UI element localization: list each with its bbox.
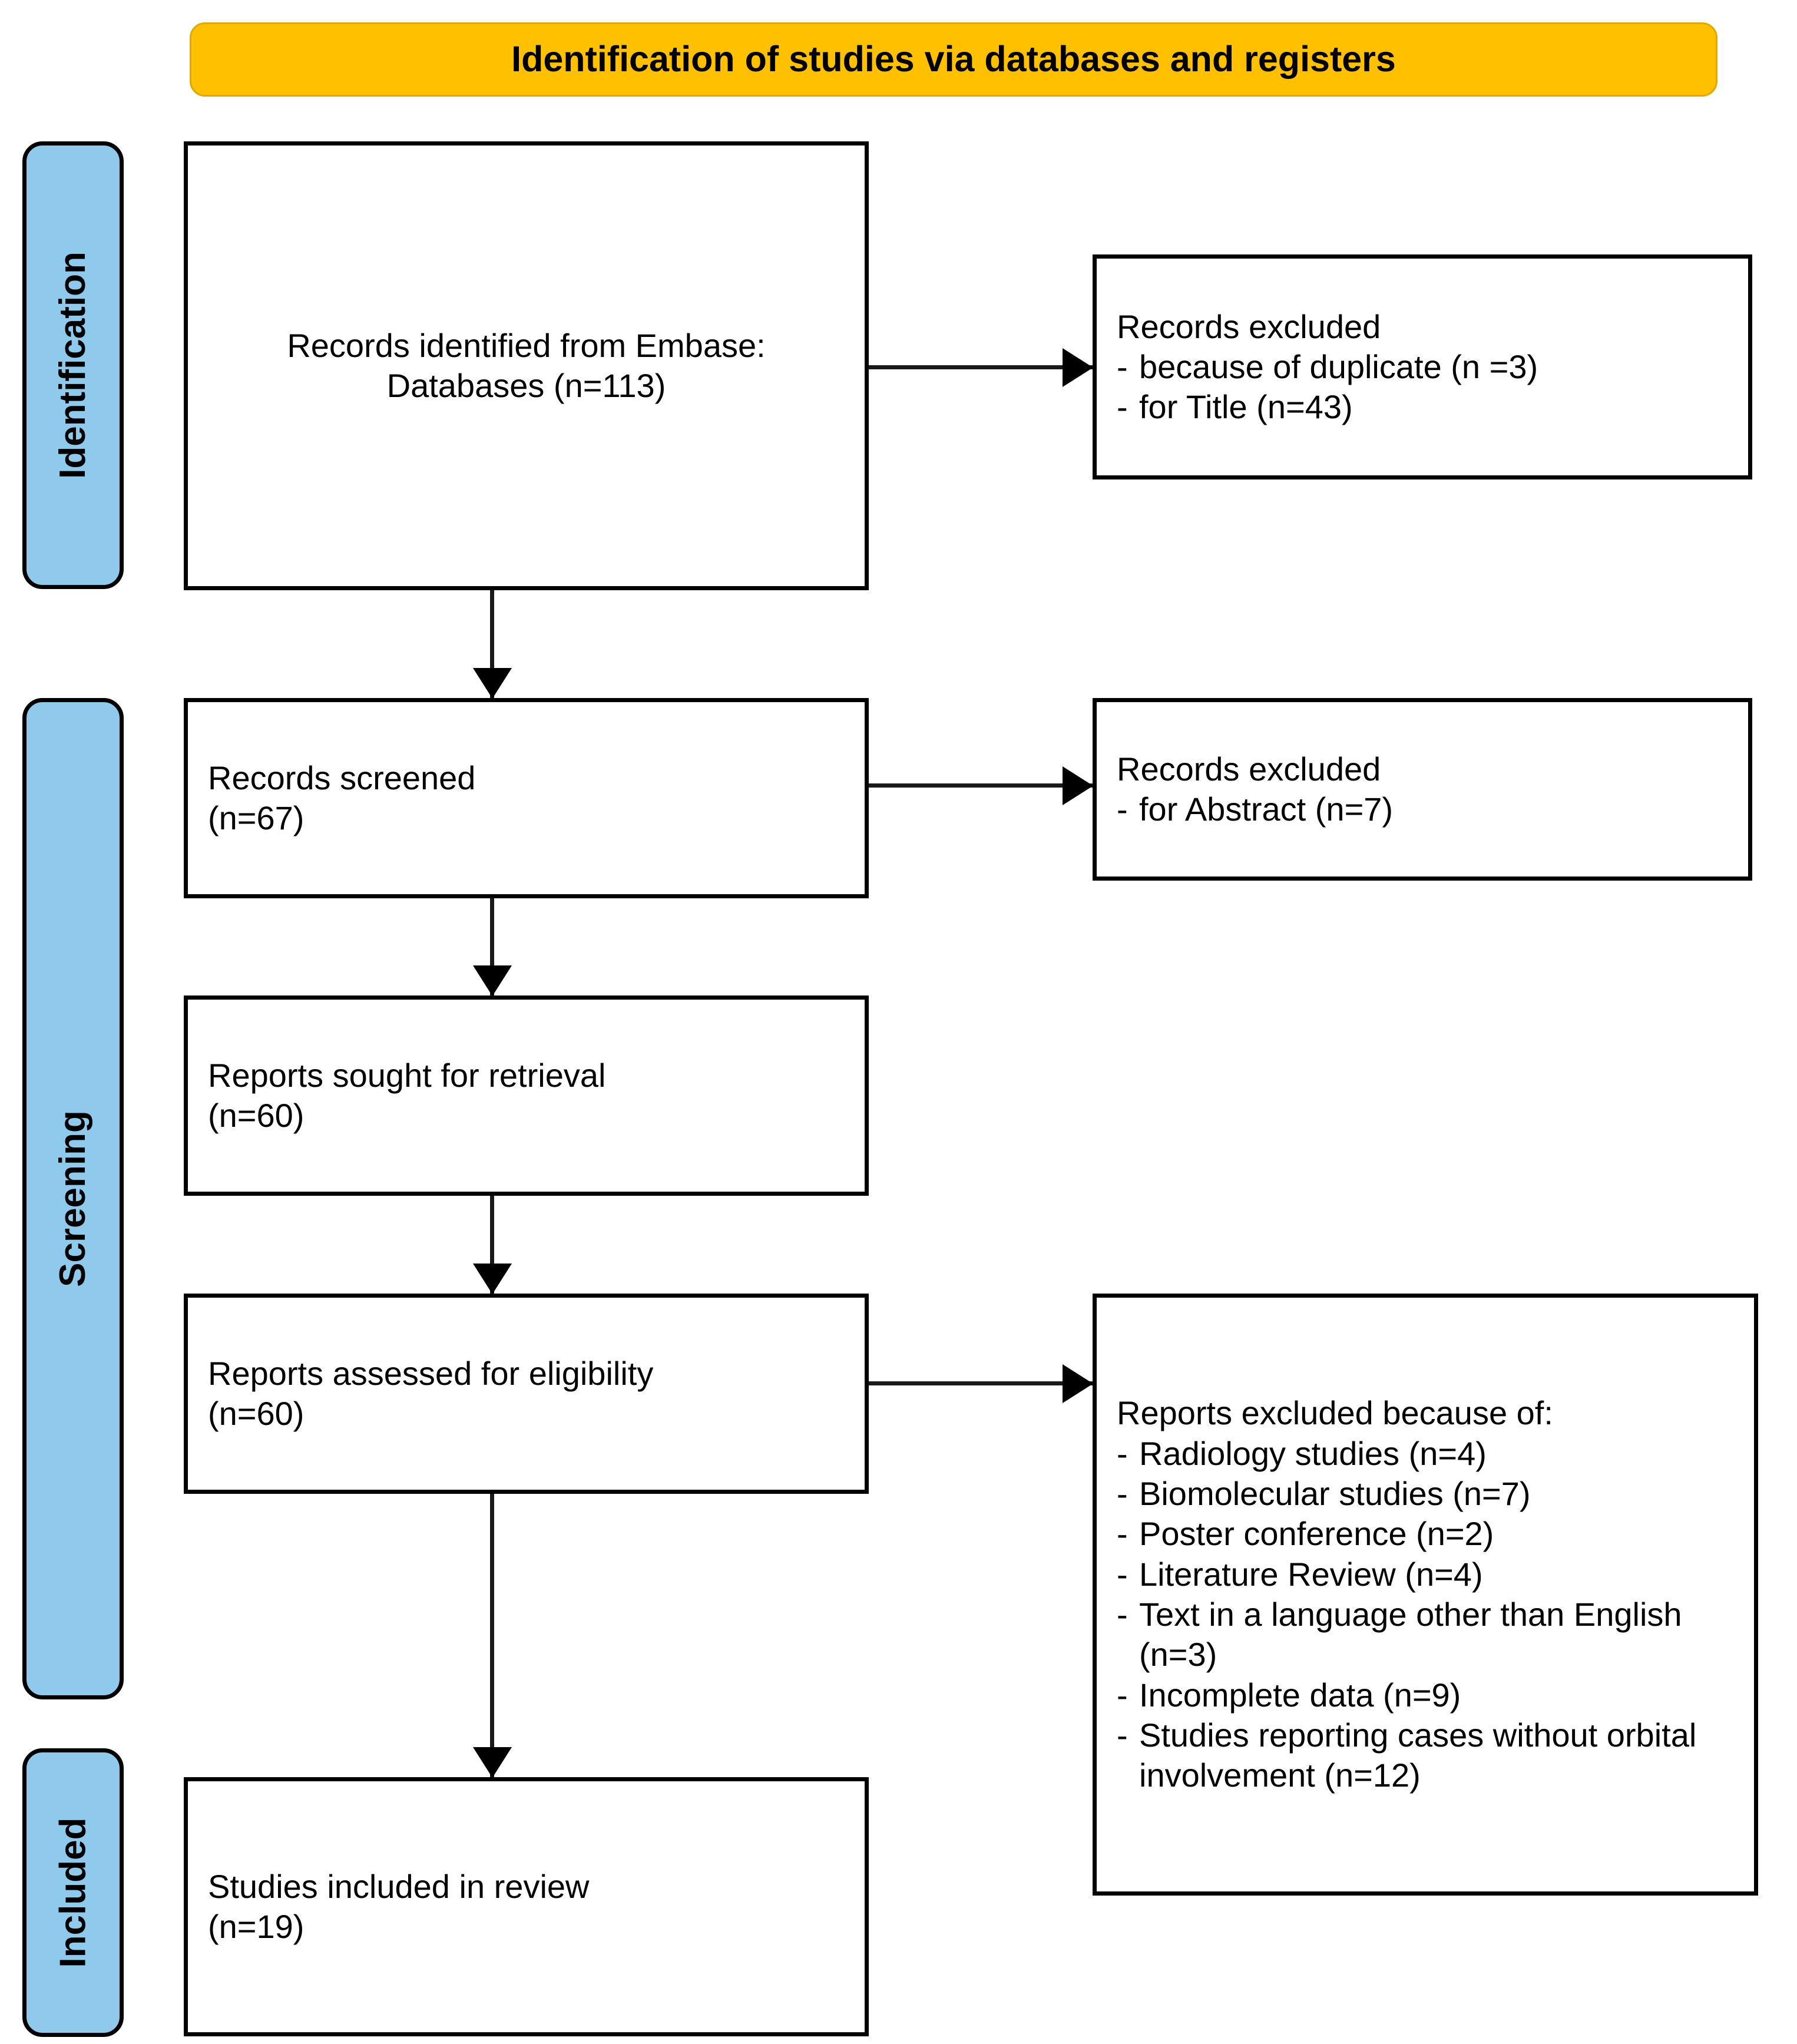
arrow-right-assessed-to-excluded [869,1364,1093,1403]
list-item: - Literature Review (n=4) [1117,1555,1734,1595]
box-records-excluded-screening: Records excluded - for Abstract (n=7) [1093,698,1752,881]
list-item-label: for Abstract (n=7) [1139,791,1394,828]
arrow-down-sought-to-assessed [472,1196,512,1294]
list-item: - for Title (n=43) [1117,387,1728,427]
bullet-dash-icon: - [1117,1475,1128,1513]
box-records-screened-line2: (n=67) [208,799,305,836]
box-records-excluded-identification-heading: Records excluded [1117,307,1381,345]
arrow-right-identified-to-excluded [869,348,1093,387]
box-reports-assessed-line1: Reports assessed for eligibility [208,1354,654,1392]
bullet-dash-icon: - [1117,348,1128,385]
box-studies-included: Studies included in review (n=19) [184,1777,869,2036]
stage-label-identification-text: Identification [52,252,93,479]
box-reports-assessed-line2: (n=60) [208,1395,305,1432]
stage-label-identification: Identification [22,141,124,589]
bullet-dash-icon: - [1117,1716,1128,1754]
box-reports-sought-line2: (n=60) [208,1097,305,1134]
list-item: - because of duplicate (n =3) [1117,347,1728,387]
list-item: - Studies reporting cases without orbita… [1117,1715,1734,1796]
arrow-right-screened-to-excluded [869,766,1093,805]
box-reports-sought: Reports sought for retrieval (n=60) [184,995,869,1196]
box-reports-excluded-eligibility-text: Reports excluded because of: - Radiology… [1097,1393,1754,1795]
bullet-dash-icon: - [1117,791,1128,828]
bullet-dash-icon: - [1117,1515,1128,1553]
list-item: - Poster conference (n=2) [1117,1514,1734,1554]
box-reports-assessed: Reports assessed for eligibility (n=60) [184,1294,869,1494]
box-records-identified-text: Records identified from Embase: Database… [188,326,865,406]
page-title: Identification of studies via databases … [511,39,1396,80]
arrowhead-down-icon [472,668,512,699]
arrowhead-down-icon [472,1747,512,1778]
list-item-label: Biomolecular studies (n=7) [1139,1475,1531,1513]
box-reports-assessed-text: Reports assessed for eligibility (n=60) [188,1354,865,1434]
stage-label-included-text: Included [52,1817,93,1968]
exclusion-reason-list-screening: - for Abstract (n=7) [1117,789,1728,829]
box-records-screened: Records screened (n=67) [184,698,869,898]
box-studies-included-line1: Studies included in review [208,1867,590,1905]
list-item: - Biomolecular studies (n=7) [1117,1474,1734,1514]
bullet-dash-icon: - [1117,1434,1128,1472]
stage-label-screening-text: Screening [52,1110,93,1287]
arrow-down-assessed-to-included [472,1494,512,1778]
bullet-dash-icon: - [1117,1596,1128,1633]
exclusion-reason-list-identification: - because of duplicate (n =3) - for Titl… [1117,347,1728,428]
box-records-identified: Records identified from Embase: Database… [184,141,869,590]
box-records-screened-line1: Records screened [208,759,476,796]
arrowhead-right-icon [1063,348,1093,387]
list-item: - for Abstract (n=7) [1117,789,1728,829]
bullet-dash-icon: - [1117,388,1128,426]
box-records-excluded-screening-heading: Records excluded [1117,750,1381,788]
arrowhead-right-icon [1063,766,1093,805]
box-reports-sought-line1: Reports sought for retrieval [208,1056,606,1094]
box-records-screened-text: Records screened (n=67) [188,758,865,839]
diagram-header-banner: Identification of studies via databases … [190,22,1717,97]
bullet-dash-icon: - [1117,1555,1128,1593]
list-item-label: Radiology studies (n=4) [1139,1434,1487,1472]
box-records-identified-line1: Records identified from Embase: [287,326,766,364]
list-item-label: Poster conference (n=2) [1139,1515,1494,1553]
box-reports-excluded-eligibility: Reports excluded because of: - Radiology… [1093,1294,1758,1896]
box-records-excluded-identification-text: Records excluded - because of duplicate … [1097,307,1748,428]
list-item: - Incomplete data (n=9) [1117,1675,1734,1715]
box-reports-sought-text: Reports sought for retrieval (n=60) [188,1056,865,1136]
list-item-label: for Title (n=43) [1139,388,1353,426]
box-reports-excluded-eligibility-heading: Reports excluded because of: [1117,1394,1553,1432]
arrowhead-down-icon [472,965,512,996]
list-item-label: Literature Review (n=4) [1139,1555,1483,1593]
list-item: - Radiology studies (n=4) [1117,1434,1734,1474]
list-item-label: Studies reporting cases without orbital … [1139,1716,1697,1794]
arrow-down-identified-to-screened [472,590,512,699]
exclusion-reason-list-eligibility: - Radiology studies (n=4) - Biomolecular… [1117,1434,1734,1796]
box-records-excluded-identification: Records excluded - because of duplicate … [1093,254,1752,479]
arrow-down-screened-to-sought [472,898,512,996]
arrowhead-down-icon [472,1264,512,1294]
list-item-label: Incomplete data (n=9) [1139,1676,1461,1714]
box-records-excluded-screening-text: Records excluded - for Abstract (n=7) [1097,749,1748,830]
stage-label-included: Included [22,1748,124,2037]
box-studies-included-text: Studies included in review (n=19) [188,1867,865,1947]
list-item-label: Text in a language other than English (n… [1139,1596,1682,1673]
bullet-dash-icon: - [1117,1676,1128,1714]
arrowhead-right-icon [1063,1364,1093,1403]
box-studies-included-line2: (n=19) [208,1908,305,1945]
stage-label-screening: Screening [22,698,124,1699]
list-item: - Text in a language other than English … [1117,1595,1734,1675]
box-records-identified-line2: Databases (n=113) [386,367,666,404]
list-item-label: because of duplicate (n =3) [1139,348,1538,385]
